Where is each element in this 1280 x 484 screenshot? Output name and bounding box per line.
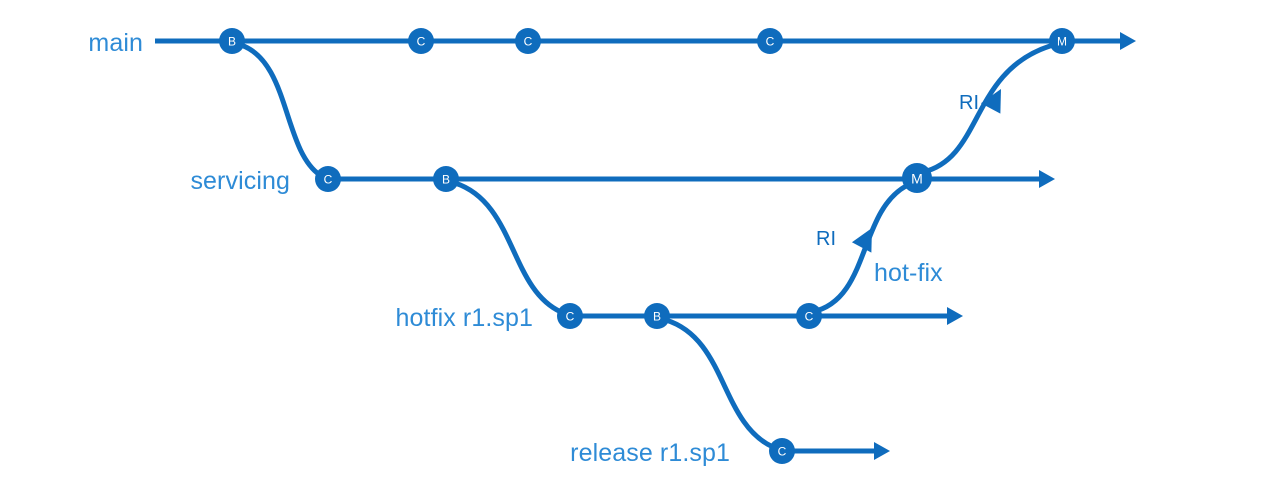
node-circle [644,303,670,329]
node-main-c-3[interactable]: C [757,28,783,54]
branch-label-hotfix-r1sp1: hotfix r1.sp1 [396,304,533,332]
branch-label-servicing: servicing [190,167,290,195]
branch-curve-servicing-to-hotfix [452,180,564,315]
node-circle [1049,28,1075,54]
merge-curve-hotfix-to-servicing-merge [809,183,909,315]
annotation-ri-lower: RI [816,228,836,250]
annotations-layer: RI RI hot-fix [816,92,979,287]
branch-labels-layer: main servicing hotfix r1.sp1 release r1.sp1 [88,29,730,467]
branch-arrowhead-main [1120,32,1136,50]
commit-nodes-layer: B C C C M C B M C B C C [219,28,1075,464]
node-letter: M [911,171,923,187]
branch-arrowhead-hotfix-r1sp1 [947,307,963,325]
branch-arrowhead-servicing [1039,170,1055,188]
node-letter: B [442,173,450,187]
node-circle [408,28,434,54]
node-letter: C [766,35,775,49]
node-release-r1sp1-c-0[interactable]: C [769,438,795,464]
node-letter: C [524,35,533,49]
merge-arrowhead-hotfix-to-servicing-merge [851,227,872,253]
node-hotfix-r1sp1-b-1[interactable]: B [644,303,670,329]
node-letter: C [324,173,333,187]
branch-curves-layer [238,42,776,450]
node-circle [769,438,795,464]
node-letter: C [417,35,426,49]
node-main-c-1[interactable]: C [408,28,434,54]
node-letter: M [1057,35,1067,49]
branch-label-release-r1sp1: release r1.sp1 [570,439,730,467]
node-letter: C [778,445,787,459]
node-letter: C [566,310,575,324]
node-servicing-b-1[interactable]: B [433,166,459,192]
annotation-ri-upper: RI [959,92,979,114]
node-circle [902,163,932,193]
node-circle [757,28,783,54]
node-servicing-c-0[interactable]: C [315,166,341,192]
node-circle [557,303,583,329]
branch-arrowhead-release-r1sp1 [874,442,890,460]
node-main-c-2[interactable]: C [515,28,541,54]
node-main-b-0[interactable]: B [219,28,245,54]
branch-curve-hotfix-to-release [663,317,776,450]
node-circle [515,28,541,54]
node-letter: B [653,310,661,324]
node-letter: B [228,35,236,49]
node-circle [796,303,822,329]
node-hotfix-r1sp1-c-0[interactable]: C [557,303,583,329]
branch-label-main: main [88,29,143,57]
merge-curve-servicing-to-main-merge [920,43,1053,175]
branch-curve-main-to-servicing [238,42,323,178]
annotation-hotfix-note: hot-fix [874,259,943,287]
merge-curves-layer [809,43,1053,315]
node-circle [433,166,459,192]
node-hotfix-r1sp1-c-2[interactable]: C [796,303,822,329]
node-letter: C [805,310,814,324]
merge-arrowhead-servicing-to-main-merge [980,88,1001,114]
node-main-m-4[interactable]: M [1049,28,1075,54]
node-servicing-m-2[interactable]: M [902,163,932,193]
node-circle [315,166,341,192]
node-circle [219,28,245,54]
